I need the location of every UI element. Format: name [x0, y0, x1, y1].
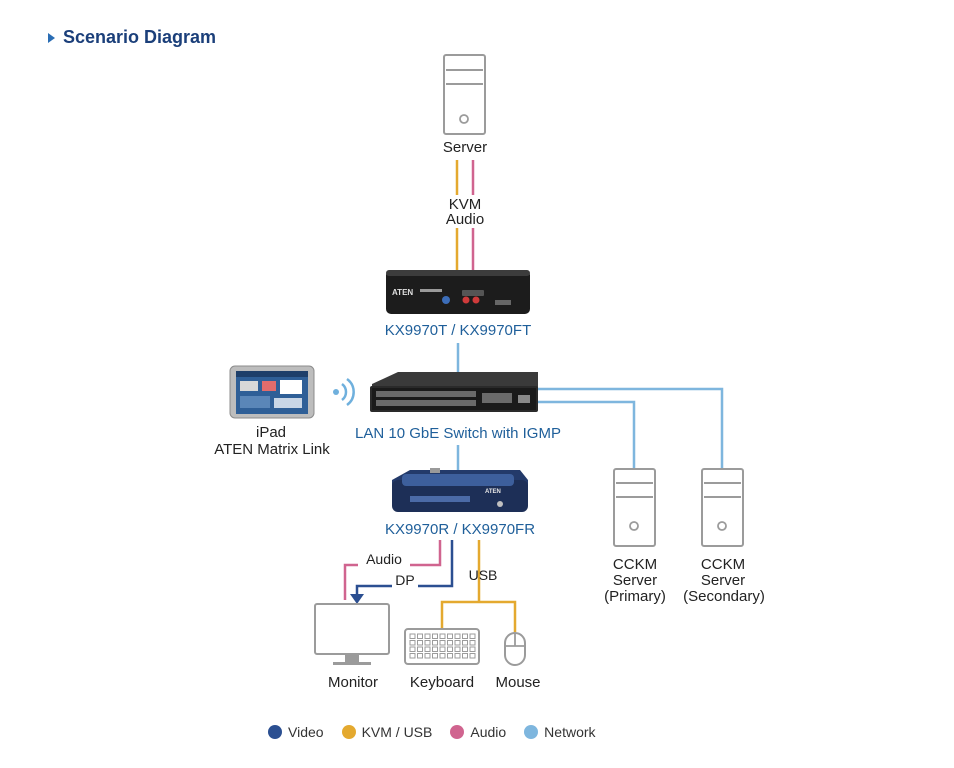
legend-item: Video	[268, 724, 324, 740]
legend-label: Video	[288, 724, 324, 740]
mouse-label: Mouse	[495, 674, 541, 691]
ipad-app-label: ATEN Matrix Link	[214, 441, 330, 458]
legend-label: Network	[544, 724, 596, 740]
transmitter-device-icon: ATEN	[386, 270, 530, 314]
keyboard-icon	[404, 628, 480, 665]
video-arrow-icon	[350, 594, 364, 604]
legend-item: KVM / USB	[341, 724, 433, 740]
cckm-secondary-label-1: CCKM	[700, 556, 746, 573]
network-switch-icon	[370, 372, 538, 412]
legend-item: Network	[524, 724, 596, 740]
switch-label: LAN 10 GbE Switch with IGMP	[355, 425, 561, 442]
legend-label: KVM / USB	[361, 724, 433, 740]
legend-label: Audio	[470, 724, 507, 740]
cckm-primary-label-3: (Primary)	[604, 588, 666, 605]
legend-item: Audio	[450, 724, 506, 740]
page-title: Scenario Diagram	[63, 27, 217, 47]
usb-label: USB	[468, 567, 498, 583]
legend-dot-icon	[524, 725, 539, 739]
monitor-label: Monitor	[327, 674, 379, 691]
legend-dot-icon	[268, 725, 282, 739]
usb-line-keyboard	[440, 600, 479, 628]
caret-right-icon	[48, 32, 55, 43]
ipad-label: iPad	[255, 424, 287, 441]
ipad-icon	[229, 365, 315, 419]
server-label: Server	[442, 139, 488, 156]
cckm-secondary-label-3: (Secondary)	[683, 588, 765, 605]
mouse-icon	[504, 632, 526, 666]
receiver-label: KX9970R / KX9970FR	[384, 521, 536, 538]
cckm-primary-label-2: Server	[612, 572, 658, 589]
transmitter-label: KX9970T / KX9970FT	[384, 322, 532, 339]
network-line-cckm-primary	[538, 400, 636, 468]
kvm-label: KVM	[448, 196, 482, 213]
monitor-icon	[314, 603, 390, 665]
diagram-header: Scenario Diagram	[48, 27, 216, 48]
audio-monitor-label: Audio	[358, 551, 410, 568]
server-icon	[443, 54, 486, 135]
legend-dot-icon	[341, 725, 356, 739]
usb-line-mouse	[479, 600, 517, 632]
cckm-primary-server-icon	[613, 468, 656, 547]
legend: Video KVM / USB Audio Network	[268, 724, 614, 740]
connection-lines	[343, 160, 724, 632]
keyboard-label: Keyboard	[409, 674, 475, 691]
wireless-signal-icon	[333, 377, 355, 407]
cckm-primary-label-1: CCKM	[612, 556, 658, 573]
audio-line-monitor	[343, 540, 442, 600]
cckm-secondary-label-2: Server	[700, 572, 746, 589]
dp-label: DP	[392, 572, 418, 589]
network-line-cckm-secondary	[538, 387, 724, 468]
svg-text:ATEN: ATEN	[485, 489, 501, 495]
cckm-secondary-server-icon	[701, 468, 744, 547]
receiver-device-icon: ATEN	[392, 468, 528, 512]
svg-text:ATEN: ATEN	[392, 288, 413, 297]
audio-top-label: Audio	[445, 211, 485, 228]
legend-dot-icon	[450, 725, 465, 739]
